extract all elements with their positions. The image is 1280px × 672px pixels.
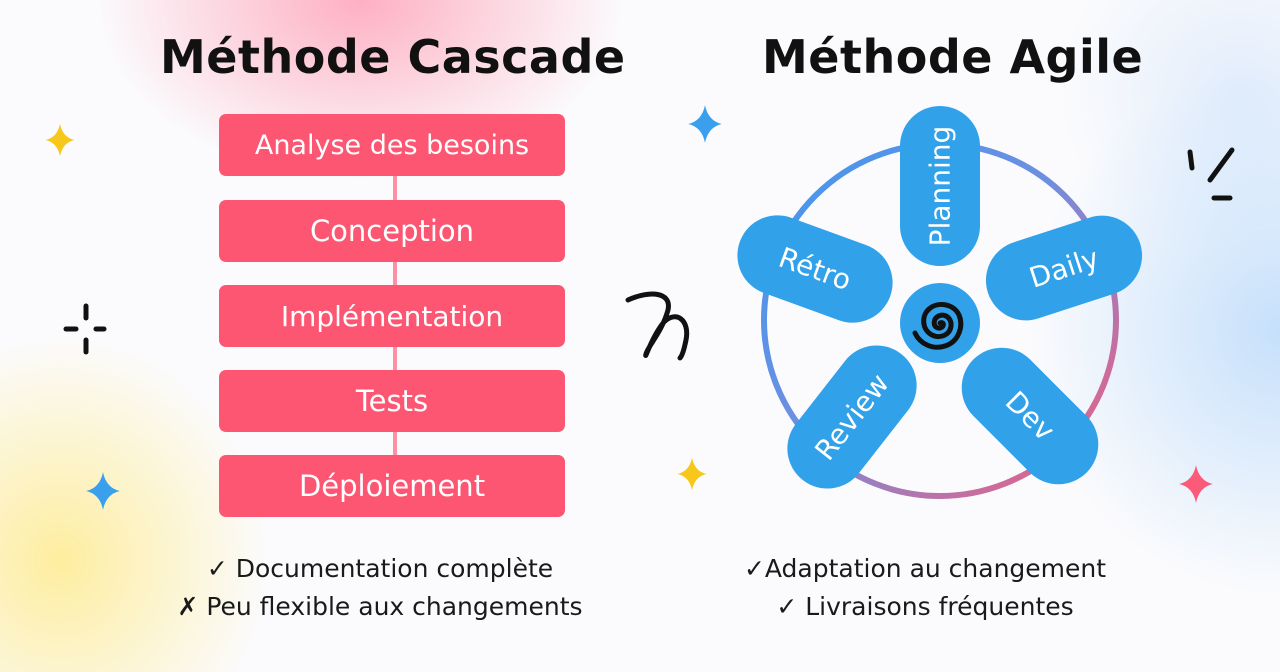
waterfall-step: Tests — [219, 370, 565, 432]
waterfall-con: ✗ Peu flexible aux changements — [177, 592, 583, 621]
agile-pill-planning: Planning — [900, 106, 980, 266]
agile-pill-daily: Daily — [985, 215, 1143, 321]
agile-title: Méthode Agile — [762, 30, 1144, 84]
agile-pill-dev: Dev — [961, 347, 1099, 485]
spiral-icon — [912, 301, 964, 350]
agile-bullets: ✓Adaptation au changement ✓ Livraisons f… — [700, 550, 1150, 626]
waterfall-step: Conception — [219, 200, 565, 262]
waterfall-bullets: ✓ Documentation complète ✗ Peu flexible … — [140, 550, 620, 626]
waterfall-pro: ✓ Documentation complète — [206, 554, 554, 583]
agile-pro: ✓ Livraisons fréquentes — [776, 592, 1074, 621]
agile-phase-label: Planning — [924, 126, 957, 247]
waterfall-step: Déploiement — [219, 455, 565, 517]
waterfall-step: Analyse des besoins — [219, 114, 565, 176]
waterfall-step: Implémentation — [219, 285, 565, 347]
waterfall-title: Méthode Cascade — [160, 30, 626, 84]
agile-pill-retro: Rétro — [737, 215, 893, 323]
agile-pro: ✓Adaptation au changement — [743, 554, 1107, 583]
